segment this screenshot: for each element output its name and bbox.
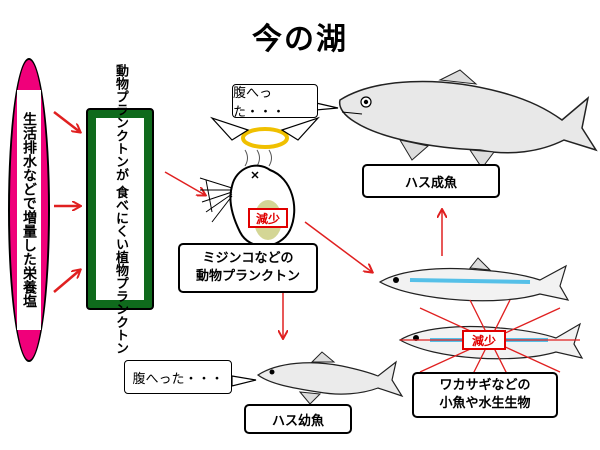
small-fish-decrease-badge: 減少 xyxy=(462,330,506,350)
plant-plankton-label: 動物プランクトンが 食べにくい植物プランクトン xyxy=(113,63,128,355)
adult-has-speech-bubble: 腹へった・・・ xyxy=(232,84,318,120)
juvenile-has-label: ハス幼魚 xyxy=(244,404,352,434)
zooplankton-label-box: ミジンコなどの 動物プランクトン xyxy=(178,243,318,293)
adult-has-label: ハス成魚 xyxy=(362,164,500,198)
zooplankton-decrease-badge: 減少 xyxy=(248,208,288,228)
arrow-nutrient-3 xyxy=(53,270,80,293)
arrow-zoo-to-smallfish xyxy=(304,221,372,272)
small-fish-label-line2: 小魚や水生生物 xyxy=(439,396,531,411)
arrow-nutrient-1 xyxy=(53,111,80,132)
juvenile-has-fish xyxy=(256,351,404,405)
nutrient-arrows xyxy=(53,111,80,293)
adult-has-fish xyxy=(338,69,598,169)
plant-plankton-box: 動物プランクトンが 食べにくい植物プランクトン xyxy=(86,64,154,354)
zooplankton-label-line2: 動物プランクトン xyxy=(195,269,300,284)
diagram-title: 今の湖 xyxy=(252,22,348,57)
nutrient-inner: 生活排水などで増量した栄養塩 xyxy=(17,90,41,330)
small-fish-label-box: ワカサギなどの 小魚や水生生物 xyxy=(412,372,558,418)
zooplankton-label-line1: ミジンコなどの xyxy=(202,251,294,266)
halo-icon xyxy=(241,127,289,149)
speech-tail-juvenile xyxy=(231,375,257,387)
small-fish-label-line1: ワカサギなどの xyxy=(439,378,531,393)
small-fish-1 xyxy=(378,257,570,302)
nutrient-oval: 生活排水などで増量した栄養塩 xyxy=(8,58,50,362)
plant-plankton-inner: 動物プランクトンが 食べにくい植物プランクトン xyxy=(96,64,144,354)
nutrient-label: 生活排水などで増量した栄養塩 xyxy=(21,112,37,308)
arrow-plant-to-zoo xyxy=(164,171,205,195)
juvenile-has-speech-bubble: 腹へった・・・ xyxy=(124,360,232,394)
speech-tail-adult xyxy=(315,102,339,111)
